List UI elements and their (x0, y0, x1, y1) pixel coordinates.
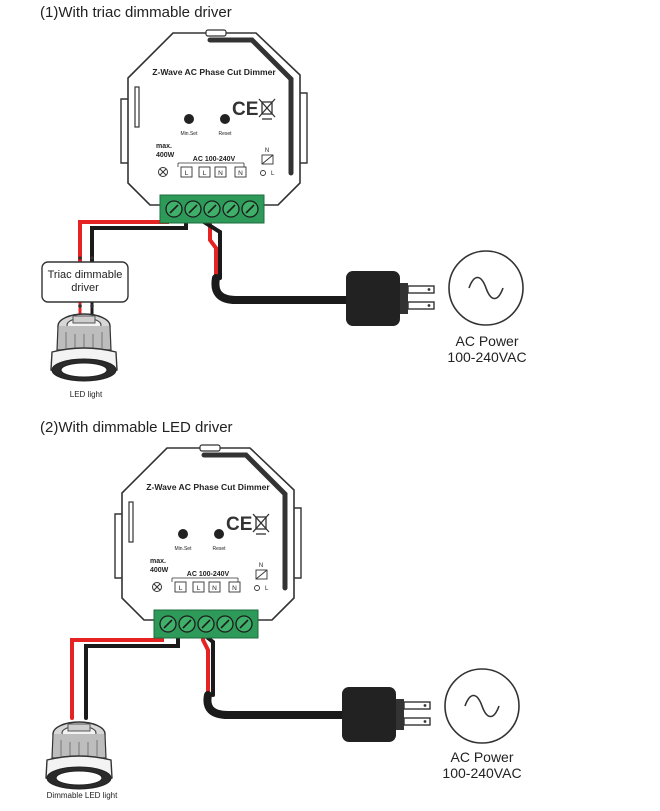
terminal-label: N (218, 170, 223, 177)
device-title: Z-Wave AC Phase Cut Dimmer (152, 67, 276, 77)
terminal-label: L (197, 585, 201, 592)
ac-range-label: AC 100-240V (193, 156, 236, 163)
triac-driver-box: Triac dimmable driver (41, 256, 129, 308)
led-light-1 (50, 313, 118, 382)
diagram-2-title: (2)With dimmable LED driver (40, 419, 233, 436)
max-label: max. (156, 143, 172, 150)
dimmer-device-1: Z-Wave AC Phase Cut Dimmer Min.Set Reset… (121, 30, 307, 223)
plug-2 (341, 686, 431, 743)
terminal-label: N (232, 585, 237, 592)
ac-power-label: AC Power (450, 749, 513, 765)
l-label: L (265, 586, 269, 592)
ac-range-label: AC 100-240V (187, 571, 230, 578)
diagram-1-title: (1)With triac dimmable driver (40, 4, 232, 21)
max-power: 400W (150, 567, 169, 574)
dimmable-led-label: Dimmable LED light (47, 791, 118, 800)
max-label: max. (150, 558, 166, 565)
n-label: N (265, 148, 269, 154)
device-title: Z-Wave AC Phase Cut Dimmer (146, 482, 270, 492)
ac-source-2 (444, 668, 520, 744)
diagram-1: (1)With triac dimmable driver Z-Wave AC … (40, 4, 527, 399)
terminal-label: L (185, 170, 189, 177)
ac-power-range: 100-240VAC (447, 349, 526, 365)
l-label: L (271, 171, 275, 177)
plug-1 (345, 270, 435, 327)
reset-label: Reset (212, 546, 226, 552)
terminal-label: N (238, 170, 243, 177)
reset-label: Reset (218, 131, 232, 137)
led-light-2 (45, 721, 113, 790)
n-label: N (259, 563, 263, 569)
driver-label-line1: Triac dimmable (48, 269, 123, 281)
led-light-label: LED light (70, 390, 103, 399)
terminal-label: L (179, 585, 183, 592)
min-set-label: Min.Set (175, 546, 193, 552)
max-power: 400W (156, 152, 175, 159)
ac-source-1 (448, 250, 524, 326)
min-set-label: Min.Set (181, 131, 199, 137)
terminal-label: L (203, 170, 207, 177)
dimmer-device-2: Z-Wave AC Phase Cut Dimmer Min.Set Reset… (115, 445, 301, 638)
terminal-label: N (212, 585, 217, 592)
ac-power-range: 100-240VAC (442, 765, 521, 781)
driver-label-line2: driver (71, 282, 99, 294)
diagram-2: (2)With dimmable LED driver Z-Wave AC Ph… (40, 419, 522, 800)
ac-power-label: AC Power (455, 333, 518, 349)
